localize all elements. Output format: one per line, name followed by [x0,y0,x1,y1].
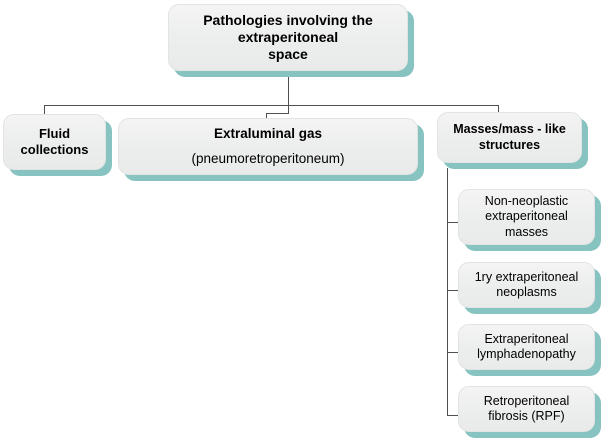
node-root[interactable]: Pathologies involving the extraperitonea… [168,4,408,71]
node-sub2-line2: neoplasms [496,285,557,299]
node-root-line2: extraperitoneal [237,28,339,45]
connector-masses-subtrunk [447,168,448,416]
connector-step-vertical-a [288,105,289,114]
node-fluid-collections-line1: Fluid [38,126,71,142]
node-sub4-line2: fibrosis (RPF) [488,409,565,423]
node-sub1-line3: masses [504,224,549,239]
connector-step-horizontal [266,113,289,114]
node-sub3-line1: Extraperitoneal [484,331,569,346]
node-masses-line2: structures [478,137,541,152]
connector-drop-fluid [44,105,45,117]
connector-stub-primary-neoplasms [447,290,459,291]
connector-root-trunk [288,71,289,106]
connector-drop-masses [498,105,499,115]
node-masses-mass-like-structures[interactable]: Masses/mass - like structures [437,112,582,163]
node-root-line3: space [268,46,308,63]
node-root-line1: Pathologies involving the [203,11,373,28]
connector-stub-rpf [447,415,459,416]
node-sub4-line1: Retroperitoneal [483,393,570,408]
connector-stub-lymphadenopathy [447,352,459,353]
node-fluid-collections[interactable]: Fluid collections [3,114,106,170]
node-extraluminal-gas-line1: Extraluminal gas [213,125,323,141]
node-sub3-line2: lymphadenopathy [477,347,576,361]
node-sub2-line1: 1ry extraperitoneal [474,269,579,284]
node-extraperitoneal-lymphadenopathy[interactable]: Extraperitoneal lymphadenopathy [458,324,595,370]
node-sub1-line2: extraperitoneal [485,209,568,224]
node-retroperitoneal-fibrosis[interactable]: Retroperitoneal fibrosis (RPF) [458,386,595,432]
connector-stub-non-neoplastic [447,222,459,223]
node-sub1-line1: Non-neoplastic [484,194,569,209]
node-primary-extraperitoneal-neoplasms[interactable]: 1ry extraperitoneal neoplasms [458,262,595,308]
node-masses-line1: Masses/mass - like [453,122,566,137]
node-extraluminal-gas-sub: (pneumoretroperitoneum) [191,151,345,166]
node-fluid-collections-line2: collections [20,142,89,157]
connector-main-bus [44,105,499,106]
node-extraluminal-gas[interactable]: Extraluminal gas (pneumoretroperitoneum) [118,118,418,175]
node-non-neoplastic-extraperitoneal-masses[interactable]: Non-neoplastic extraperitoneal masses [458,189,595,245]
connector-drop-extraluminal-gas [266,113,267,122]
